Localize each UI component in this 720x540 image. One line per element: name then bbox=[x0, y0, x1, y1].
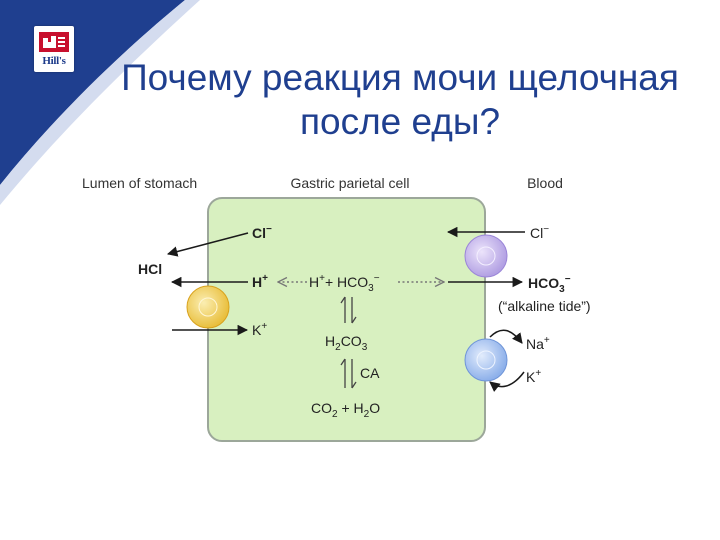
h-cell-label: H+ bbox=[252, 273, 268, 290]
h-k-pump-yellow-core bbox=[198, 297, 218, 317]
equilibrium-arrows-upper bbox=[340, 296, 357, 324]
k-entry-curved-arrow bbox=[489, 371, 525, 393]
h2co3-label: H2CO3 bbox=[325, 333, 368, 353]
co2-h2o-label: CO2 + H2O bbox=[311, 400, 380, 420]
logo-text: Hill's bbox=[42, 55, 66, 67]
slide-title: Почему реакция мочи щелочная после еды? bbox=[80, 56, 720, 144]
hco3-blood-label: HCO3− bbox=[528, 274, 571, 295]
k-cell-label: K+ bbox=[252, 321, 267, 338]
title-line-1: Почему реакция мочи щелочная bbox=[121, 57, 679, 98]
cl-hco3-exchanger-purple bbox=[464, 234, 508, 278]
hcl-label: HCl bbox=[138, 261, 162, 277]
reaction-h-hco3: H++ HCO3− bbox=[309, 273, 380, 294]
cl-exit-arrow bbox=[166, 232, 249, 257]
na-blood-label: Na+ bbox=[526, 335, 550, 352]
k-blood-label: K+ bbox=[526, 368, 541, 385]
alkaline-tide-label: (“alkaline tide”) bbox=[498, 298, 591, 314]
na-k-pump-blue bbox=[464, 338, 508, 382]
title-line-2: после еды? bbox=[299, 101, 501, 142]
header-blood: Blood bbox=[527, 175, 563, 191]
h-k-pump-yellow bbox=[186, 285, 230, 329]
hills-logo: Hill's bbox=[34, 26, 74, 72]
na-exit-curved-arrow bbox=[489, 329, 523, 344]
cl-blood-label: Cl− bbox=[530, 224, 549, 241]
logo-emblem-icon bbox=[39, 32, 69, 52]
cl-cell-label: Cl− bbox=[252, 224, 272, 241]
header-cell: Gastric parietal cell bbox=[290, 175, 409, 191]
na-k-pump-core bbox=[476, 350, 496, 370]
cl-hco3-exchanger-core bbox=[476, 246, 496, 266]
ca-enzyme-label: CA bbox=[360, 365, 380, 381]
equilibrium-arrows-lower bbox=[340, 358, 357, 389]
header-lumen: Lumen of stomach bbox=[82, 175, 197, 191]
